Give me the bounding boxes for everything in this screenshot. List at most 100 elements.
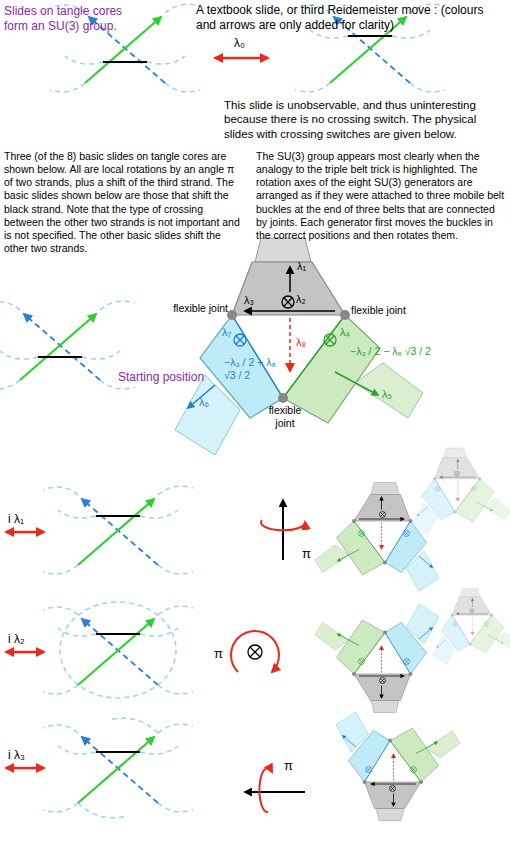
buckle-edge — [365, 741, 391, 783]
dashed-tail — [140, 510, 178, 518]
joint-dot — [340, 310, 350, 320]
black-strand — [96, 515, 140, 517]
belt-buckle-figure — [315, 604, 439, 713]
belt-buckle-figure — [336, 712, 460, 821]
joint-dot — [352, 672, 356, 676]
axis-into-page — [470, 609, 473, 612]
blue-strand — [82, 737, 158, 803]
label: π — [214, 646, 228, 662]
rotation-axis — [245, 791, 305, 793]
crossing-figure — [295, 4, 445, 92]
slide-arrow — [6, 767, 44, 770]
label: λ₄ — [340, 326, 358, 340]
belt-buckle-figure — [432, 588, 510, 664]
joint-dot — [419, 780, 423, 784]
blue-strand — [24, 314, 100, 380]
label: −λ₃ / 2 + λ₈ √3 / 2 — [224, 356, 282, 382]
label: This slide is unobservable, and thus uni… — [224, 98, 506, 141]
dashed-tail — [140, 628, 178, 636]
blue-buckle — [200, 315, 283, 418]
label: A textbook slide, or third Reidemeister … — [196, 3, 501, 33]
blue-buckle — [385, 623, 427, 675]
label: λ₇ — [222, 326, 240, 340]
label: flexible joint — [262, 404, 308, 430]
joint-dot — [451, 614, 454, 617]
axis-arrow — [393, 794, 394, 807]
dashed-tail — [58, 510, 96, 518]
label: The SU(3) group appears most clearly whe… — [256, 150, 506, 242]
joint-dot — [478, 477, 481, 480]
axis-arrow — [419, 628, 433, 640]
dashed-tail — [158, 803, 193, 812]
axis-arrow — [381, 497, 382, 510]
green-strand — [78, 499, 154, 565]
buckle-edge — [385, 521, 411, 563]
slide-arrow — [6, 531, 44, 534]
axis-arrow — [338, 550, 360, 562]
dashed-tail — [43, 725, 78, 733]
joint-dot — [227, 310, 237, 320]
joint-dot — [278, 393, 288, 403]
axis-arrow — [457, 613, 489, 614]
black-strand — [348, 35, 392, 37]
axis-arrow — [381, 686, 382, 699]
axis-into-page — [380, 678, 384, 682]
label: λ₈ — [296, 336, 314, 350]
green-strand — [20, 314, 96, 380]
dashed-tail — [147, 56, 185, 64]
axis-arrow — [457, 480, 458, 501]
label: i λ₁ — [8, 512, 48, 527]
joint-dot — [409, 519, 413, 523]
label: λ₅ — [382, 388, 400, 402]
axis-arrow — [419, 556, 433, 568]
dashed-tail — [58, 746, 96, 754]
axis-arrow — [416, 742, 438, 754]
joint-dot — [352, 519, 356, 523]
axis-arrow — [472, 616, 473, 635]
label: λ₃ — [244, 294, 262, 308]
green-buckle — [455, 479, 494, 522]
buckle-edge — [470, 615, 492, 644]
gray-belt — [255, 238, 311, 262]
green-buckle — [337, 620, 386, 674]
axis-arrow — [359, 676, 404, 677]
dashed-tail — [43, 607, 78, 615]
axis-arrow — [437, 640, 446, 648]
axis-into-page — [380, 512, 384, 516]
joint-dot — [383, 561, 387, 565]
gray-belt — [371, 701, 399, 713]
label: flexible joint — [351, 304, 441, 317]
label: π — [302, 546, 316, 562]
black-strand — [96, 633, 140, 635]
green-buckle — [390, 728, 439, 782]
crossing-figure — [43, 486, 193, 574]
rotation-arrow — [231, 631, 279, 672]
black-strand — [38, 356, 82, 358]
label: λ₂ — [296, 293, 314, 307]
axis-into-page — [380, 678, 386, 684]
joint-dot — [383, 631, 387, 635]
axis-into-page — [248, 645, 262, 659]
buckle-edge — [354, 521, 385, 563]
axis-arrow — [457, 460, 458, 470]
axis-into-page — [390, 786, 394, 790]
dashed-tail — [295, 83, 330, 92]
dashed-tail — [43, 487, 78, 495]
green-belt — [315, 545, 349, 573]
dashed-tail — [100, 301, 135, 310]
axis-arrow — [371, 784, 416, 785]
dashed-tail — [58, 628, 96, 636]
axis-into-page — [380, 512, 386, 518]
green-strand — [78, 737, 154, 803]
belt-buckle-figure — [412, 448, 510, 535]
axis-into-page — [453, 622, 456, 625]
axis-arrow — [381, 523, 382, 550]
label: flexible joint — [150, 302, 228, 315]
axis-arrow — [289, 267, 291, 292]
axis-into-page — [404, 659, 408, 663]
green-belt — [315, 623, 349, 651]
joint-dot — [490, 614, 493, 617]
joint-dot — [469, 643, 472, 646]
heading: Slides on tangle cores form an SU(3) gro… — [4, 4, 134, 34]
dashed-tail — [165, 4, 200, 13]
